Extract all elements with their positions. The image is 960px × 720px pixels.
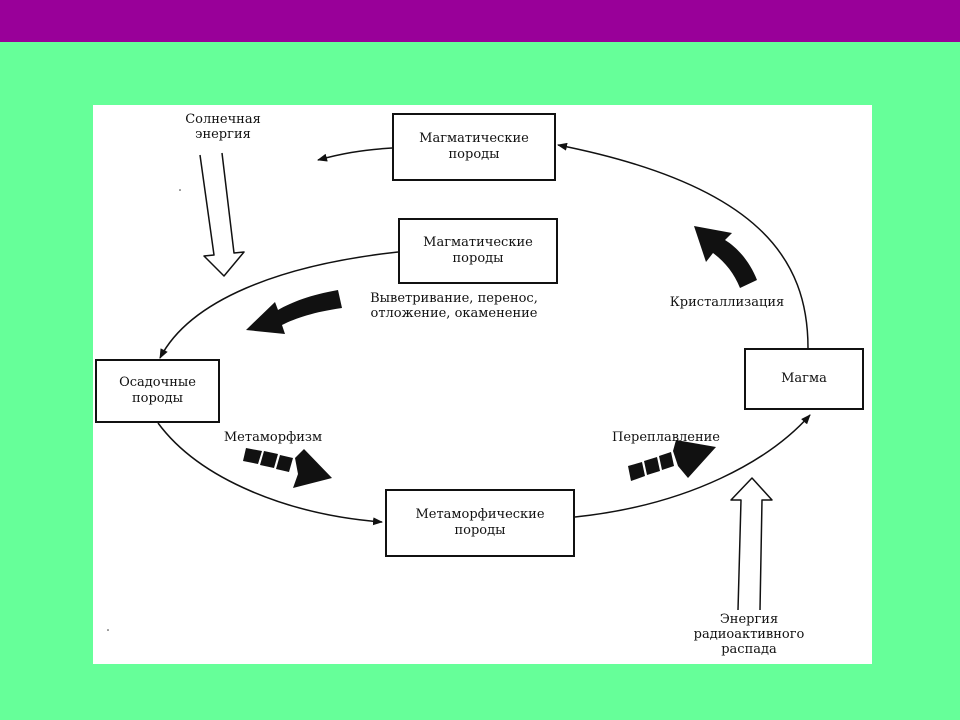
label-crystallization: Кристаллизация — [669, 295, 785, 310]
curved-bold-arrow-weathering — [246, 290, 342, 334]
flow-arrow-metamorphic-to-magma — [574, 414, 811, 518]
striped-arrow-metamorphism — [243, 448, 332, 488]
node-igneous-mid: Магматические породы — [398, 218, 558, 284]
node-sedimentary: Осадочные породы — [95, 359, 220, 423]
curved-bold-arrow-crystallization — [694, 226, 757, 288]
flow-arrow-magma-to-igneous — [557, 142, 809, 349]
label-weathering: Выветривание, перенос, отложение, окамен… — [370, 291, 538, 321]
label-solar-energy: Солнечная энергия — [185, 112, 261, 142]
label-metamorphism: Метаморфизм — [223, 430, 323, 445]
flow-arrow-igneous-to-sedimentary — [159, 251, 399, 359]
hollow-up-arrow-radioactive — [730, 477, 773, 611]
flow-arrow-sedimentary-to-metamorphic — [157, 422, 383, 526]
flow-arrow-igneous-to-left — [317, 147, 393, 162]
node-magma: Магма — [744, 348, 864, 410]
hollow-down-arrow-solar — [199, 152, 245, 277]
label-remelting: Переплавление — [611, 430, 720, 445]
striped-arrow-remelting — [628, 440, 716, 481]
title-bar — [0, 0, 960, 42]
node-igneous-top: Магматические породы — [392, 113, 556, 181]
node-metamorphic: Метаморфические породы — [385, 489, 575, 557]
label-radioactive-energy: Энергия радиоактивного распада — [693, 612, 805, 657]
